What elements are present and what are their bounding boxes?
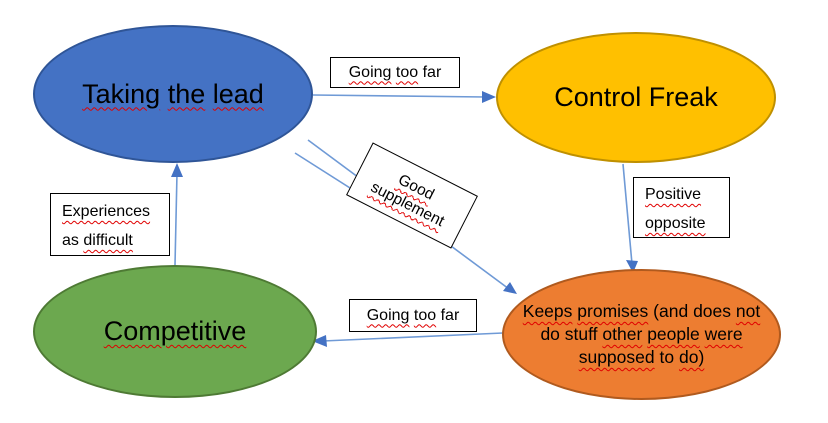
node-taking-the-lead-label: Taking the lead <box>82 79 264 110</box>
word: the <box>167 78 206 109</box>
word: not <box>735 301 761 321</box>
word: Keeps <box>522 301 573 321</box>
word: do) <box>678 347 705 367</box>
word: do <box>540 324 560 344</box>
node-control-freak-label: Control Freak <box>554 82 718 113</box>
word: Going <box>366 306 410 324</box>
edge-label-text: Going too far <box>349 64 442 82</box>
node-competitive-label: Competitive <box>104 316 247 347</box>
word: does <box>693 301 732 321</box>
word: to <box>659 347 675 367</box>
word: were <box>704 324 743 344</box>
word: far <box>422 63 442 81</box>
word: too <box>413 306 437 324</box>
word: stuff <box>564 324 598 344</box>
word: far <box>440 306 460 324</box>
word: people <box>647 324 700 344</box>
word: difficult <box>83 232 133 249</box>
word: as <box>62 232 79 249</box>
node-keeps-promises-label: Keeps promises (and does not do stuff oth… <box>523 300 760 369</box>
edge-label-text: Positive opposite <box>645 180 729 238</box>
word: too <box>395 63 419 81</box>
edge-label-text: Experiences as difficult <box>62 197 169 255</box>
word: other <box>602 324 643 344</box>
word: Control <box>554 82 642 112</box>
arrow-taking-to-control <box>312 91 496 103</box>
node-taking-the-lead[interactable]: Taking the lead <box>33 25 313 163</box>
word: Competitive <box>103 316 247 346</box>
word: promises <box>577 301 649 321</box>
node-competitive[interactable]: Competitive <box>33 265 317 398</box>
edge-label-experiences-as-difficult[interactable]: Experiences as difficult <box>50 193 170 256</box>
word: supposed <box>578 347 655 367</box>
word: Taking <box>82 78 161 109</box>
word: Experiences <box>62 203 151 220</box>
word: lead <box>212 78 264 109</box>
edge-label-positive-opposite[interactable]: Positive opposite <box>633 177 730 238</box>
word: (and <box>653 301 689 321</box>
edge-label-text: Going too far <box>367 307 460 325</box>
word: Freak <box>648 82 718 112</box>
arrow-keeps-to-competitive <box>312 332 504 347</box>
word: opposite <box>645 215 706 232</box>
edge-label-going-too-far-top[interactable]: Going too far <box>330 57 460 88</box>
word: Going <box>348 63 392 81</box>
node-keeps-promises[interactable]: Keeps promises (and does not do stuff oth… <box>502 269 781 400</box>
word: Positive <box>645 186 702 203</box>
edge-label-going-too-far-bottom[interactable]: Going too far <box>349 299 477 332</box>
arrow-competitive-to-taking <box>171 163 183 266</box>
node-control-freak[interactable]: Control Freak <box>496 32 776 163</box>
